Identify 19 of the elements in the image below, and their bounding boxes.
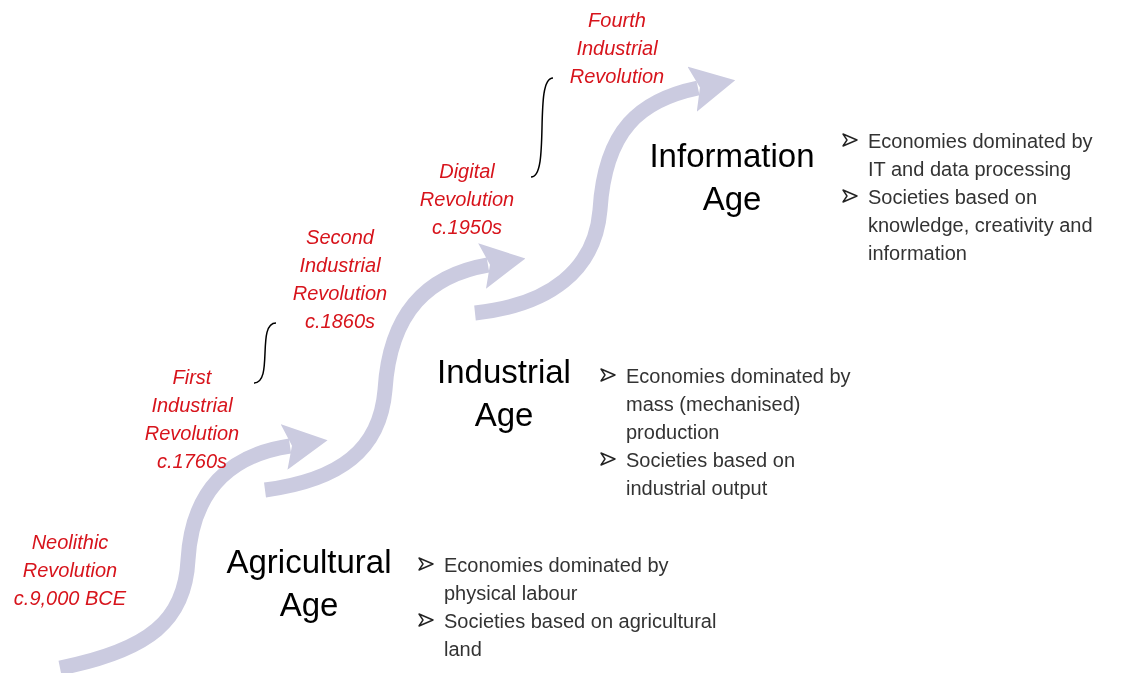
revolution-label: First Industrial Revolution c.1760s bbox=[143, 365, 241, 474]
wide-curved-arrow bbox=[58, 424, 328, 673]
revolution-label: Fourth Industrial Revolution bbox=[568, 8, 666, 89]
age-title: Agricultural Age bbox=[225, 542, 393, 625]
revolution-label: Second Industrial Revolution c.1860s bbox=[291, 225, 389, 334]
bullet-text: Economies dominated by physical labour bbox=[444, 553, 670, 606]
age-title: Industrial Age bbox=[436, 352, 572, 435]
revolution-label: Digital Revolution c.1950s bbox=[418, 159, 516, 240]
bullet-text: Societies based on industrial output bbox=[626, 448, 796, 501]
bullet-text: Societies based on agricultural land bbox=[444, 609, 718, 662]
wide-curved-arrow bbox=[473, 67, 735, 321]
revolution-label: Neolithic Revolution c.9,000 BCE bbox=[12, 530, 128, 611]
connector-line bbox=[530, 77, 554, 178]
connector-line bbox=[253, 322, 277, 384]
age-title: Information Age bbox=[648, 136, 816, 219]
bullet-text: Societies based on knowledge, creativity and information bbox=[868, 185, 1094, 266]
bullet-text: Economies dominated by mass (mechanised) production bbox=[626, 364, 852, 445]
bullet-text: Economies dominated by IT and data processing bbox=[868, 129, 1094, 182]
wide-curved-arrow bbox=[263, 243, 526, 498]
